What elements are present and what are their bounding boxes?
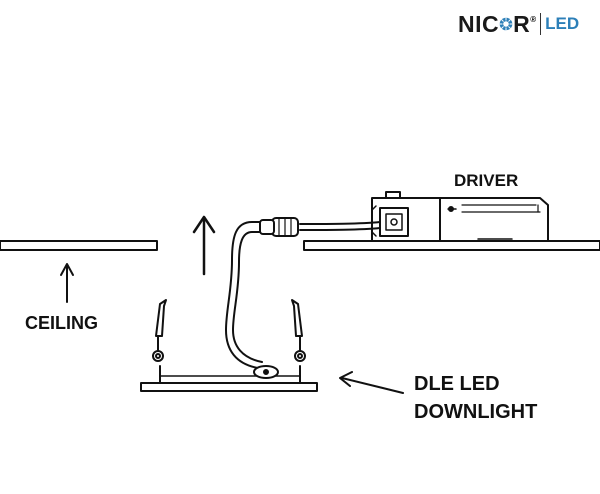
ceiling-left-panel <box>0 240 158 251</box>
downlight-pointer-arrow <box>339 371 404 394</box>
brand-name-part2: R <box>513 10 531 37</box>
driver-label: DRIVER <box>454 171 519 190</box>
downlight-label-line1: DLE LED <box>414 373 500 395</box>
insert-direction-arrow <box>192 215 216 276</box>
downlight-label-line2: DOWNLIGHT <box>414 401 538 423</box>
ceiling-right-panel <box>303 240 600 251</box>
brand-divider <box>540 13 542 35</box>
sunburst-logo-icon <box>499 17 513 31</box>
driver-box <box>371 191 549 242</box>
left-mounting-spring <box>152 299 167 362</box>
brand-suffix: LED <box>545 14 580 33</box>
downlight-lead-wire <box>225 221 263 369</box>
quick-connector <box>251 217 299 237</box>
brand-name-part1: NIC <box>458 10 500 37</box>
downlight-fixture <box>140 365 318 392</box>
ceiling-label: CEILING <box>25 313 99 333</box>
nicor-logo: NIC R ® LED <box>458 10 579 38</box>
right-mounting-spring <box>291 299 306 362</box>
ceiling-pointer-arrow <box>60 263 74 303</box>
brand-trademark: ® <box>530 15 537 24</box>
driver-output-cable <box>299 221 381 231</box>
